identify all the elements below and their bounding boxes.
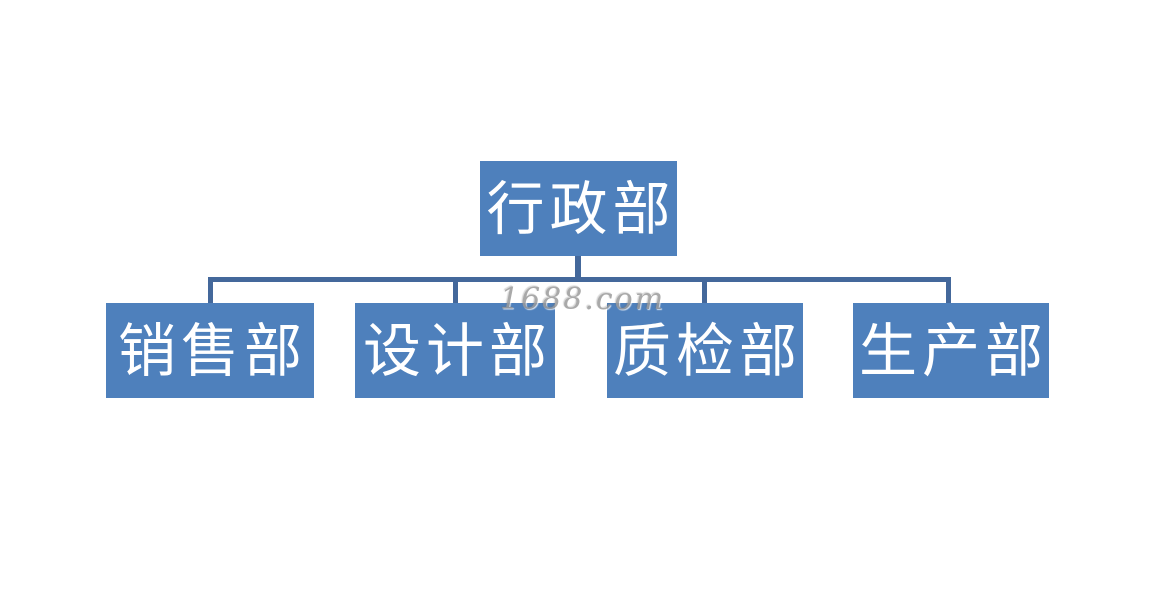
org-node-label: 设计部 bbox=[362, 316, 552, 385]
connector-horizontal bbox=[208, 277, 948, 282]
org-node-quality: 质检部 bbox=[607, 303, 803, 398]
connector-stem bbox=[575, 256, 581, 282]
org-node-label: 质检部 bbox=[612, 316, 802, 385]
connector-drop-sales bbox=[208, 277, 213, 304]
org-node-sales: 销售部 bbox=[106, 303, 314, 398]
connector-drop-production bbox=[946, 277, 951, 304]
org-node-label: 行政部 bbox=[486, 174, 676, 243]
org-node-label: 销售部 bbox=[117, 316, 307, 385]
org-node-production: 生产部 bbox=[853, 303, 1049, 398]
org-node-design: 设计部 bbox=[355, 303, 555, 398]
connector-drop-quality bbox=[702, 277, 707, 304]
connector-drop-design bbox=[453, 277, 458, 304]
org-node-administration: 行政部 bbox=[480, 161, 677, 256]
org-node-label: 生产部 bbox=[858, 316, 1048, 385]
